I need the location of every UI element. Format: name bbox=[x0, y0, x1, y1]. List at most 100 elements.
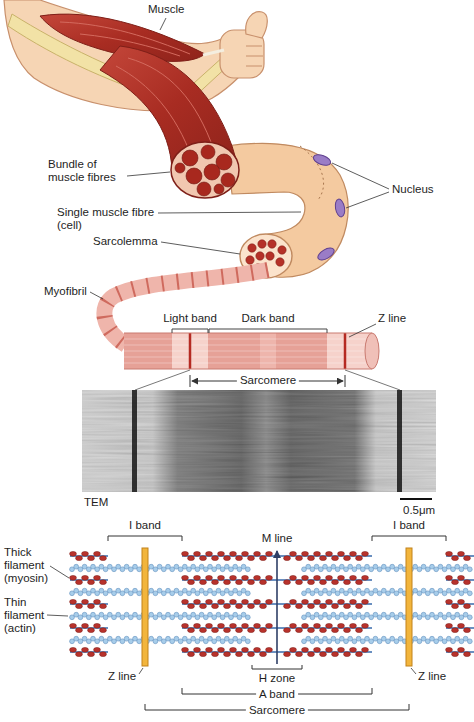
myosin-head bbox=[296, 628, 303, 633]
myosin-head bbox=[224, 652, 231, 657]
myosin-head bbox=[194, 551, 201, 556]
myosin-head bbox=[224, 604, 231, 609]
part-label: Myofibril bbox=[44, 285, 87, 298]
tem-z-line bbox=[397, 390, 402, 492]
myosin-head bbox=[76, 556, 83, 561]
actin-bead bbox=[467, 567, 472, 572]
myosin-head bbox=[452, 628, 459, 633]
myofibril-dot bbox=[246, 256, 254, 264]
myosin-head bbox=[356, 580, 363, 585]
myosin-head bbox=[266, 575, 273, 580]
myofibril-dot bbox=[276, 258, 284, 266]
brackets bbox=[108, 536, 446, 710]
band-bracket bbox=[172, 329, 208, 333]
myosin-head bbox=[452, 604, 459, 609]
myosin-head bbox=[356, 556, 363, 561]
myosin-head bbox=[94, 647, 101, 652]
myosin-head bbox=[452, 580, 459, 585]
myosin-head bbox=[100, 580, 107, 585]
myosin-head bbox=[350, 551, 357, 556]
line-label: M line bbox=[262, 532, 293, 545]
myosin-head bbox=[218, 575, 225, 580]
myosin-head bbox=[236, 580, 243, 585]
myosin-head bbox=[260, 556, 267, 561]
myosin-head bbox=[260, 604, 267, 609]
part-label: Bundle of muscle fibres bbox=[48, 158, 124, 184]
myosin-head bbox=[308, 580, 315, 585]
part-label: Nucleus bbox=[392, 183, 434, 196]
leader-line bbox=[411, 668, 416, 674]
myosin-head bbox=[194, 647, 201, 652]
myosin-head bbox=[260, 580, 267, 585]
myofibril-dot bbox=[256, 252, 264, 260]
myosin-head bbox=[76, 580, 83, 585]
myosin-head bbox=[194, 623, 201, 628]
line-label: Z line bbox=[108, 670, 136, 683]
myosin-head bbox=[82, 623, 89, 628]
myosin-head bbox=[254, 623, 261, 628]
fascicle bbox=[214, 184, 224, 194]
myosin-head bbox=[242, 599, 249, 604]
myosin-head bbox=[212, 604, 219, 609]
leader-line bbox=[161, 242, 240, 254]
myosin-head bbox=[362, 623, 369, 628]
fascicle bbox=[201, 145, 215, 159]
leader-line bbox=[90, 292, 103, 299]
myosin-head bbox=[70, 575, 77, 580]
myosin-head bbox=[302, 647, 309, 652]
myosin-head bbox=[82, 647, 89, 652]
fascicle bbox=[175, 163, 185, 173]
myosin-head bbox=[206, 623, 213, 628]
myosin-head bbox=[308, 556, 315, 561]
myosin-head bbox=[284, 652, 291, 657]
z-line-bar bbox=[406, 548, 412, 666]
myosin-head bbox=[242, 551, 249, 556]
myosin-head bbox=[254, 647, 261, 652]
tendon bbox=[203, 50, 224, 55]
fascicle bbox=[221, 173, 235, 187]
myosin-head bbox=[242, 575, 249, 580]
myosin-head bbox=[350, 647, 357, 652]
z-line-bar bbox=[142, 548, 148, 666]
myosin-head bbox=[224, 556, 231, 561]
myosin-head bbox=[290, 599, 297, 604]
myosin-head bbox=[88, 556, 95, 561]
cylinder-outline bbox=[124, 333, 372, 369]
myosin-head bbox=[344, 652, 351, 657]
myosin-head bbox=[94, 551, 101, 556]
myosin-head bbox=[338, 551, 345, 556]
myosin-head bbox=[290, 551, 297, 556]
myosin-head bbox=[314, 599, 321, 604]
myofibril-dot bbox=[268, 240, 276, 248]
myosin-head bbox=[290, 575, 297, 580]
myosin-head bbox=[458, 623, 465, 628]
myosin-head bbox=[88, 604, 95, 609]
myosin-head bbox=[332, 556, 339, 561]
leader-line bbox=[158, 212, 301, 213]
part-label: Sarcolemma bbox=[93, 235, 158, 248]
leader-lines bbox=[47, 18, 416, 674]
myosin-head bbox=[200, 652, 207, 657]
myosin-head bbox=[100, 604, 107, 609]
i-band-bracket bbox=[372, 536, 446, 541]
myosin-head bbox=[464, 556, 471, 561]
myosin-head bbox=[446, 551, 453, 556]
fascicle bbox=[182, 150, 198, 166]
myosin-head bbox=[266, 623, 273, 628]
myosin-head bbox=[320, 556, 327, 561]
myosin-head bbox=[266, 551, 273, 556]
myosin-head bbox=[254, 599, 261, 604]
myosin-head bbox=[230, 551, 237, 556]
leader-line bbox=[127, 172, 170, 176]
i-band-bracket bbox=[108, 536, 182, 541]
light-band-region bbox=[124, 333, 372, 369]
filament-lines bbox=[124, 339, 372, 363]
myosin-head bbox=[200, 556, 207, 561]
projection-line bbox=[135, 370, 400, 390]
part-label: Muscle bbox=[148, 3, 184, 16]
myosin-head bbox=[314, 575, 321, 580]
myosin-head bbox=[362, 647, 369, 652]
myosin-head bbox=[458, 599, 465, 604]
method-label: TEM bbox=[84, 496, 108, 509]
